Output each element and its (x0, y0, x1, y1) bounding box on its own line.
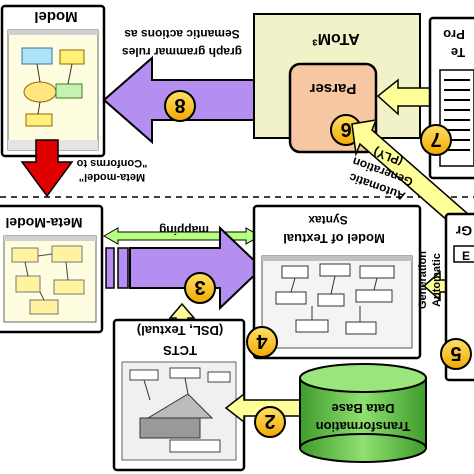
step-4-badge: 4 (246, 326, 278, 358)
transformation-database: Data Base Transformation (299, 363, 427, 463)
svg-text:Te: Te (451, 45, 465, 60)
svg-text:Data Base: Data Base (332, 401, 395, 416)
meta-model-title: Meta-Model (6, 215, 83, 231)
mapping-arrow (105, 225, 264, 311)
step-2-badge: 2 (254, 406, 286, 438)
model-box: Model (0, 4, 106, 158)
mapping-label: mapping (159, 223, 209, 237)
parser-label: Parser (309, 80, 356, 97)
svg-text:(DSL, Textual): (DSL, Textual) (137, 323, 223, 338)
svg-text:7: 7 (430, 128, 441, 150)
step-8-badge: 8 (164, 90, 196, 122)
svg-text:3: 3 (194, 276, 205, 298)
tcts-box: (DSL, Textual) TCTS (112, 318, 246, 472)
conforms-label: Meta-model" "Conforms to (76, 157, 147, 183)
mapping-bar: mapping (102, 223, 262, 245)
svg-text:graph grammar rules: graph grammar rules (122, 45, 242, 59)
svg-text:Gr: Gr (455, 223, 472, 239)
atom3-box: AToM³ (253, 13, 421, 139)
svg-text:8: 8 (174, 94, 185, 116)
atom3-title: AToM³ (312, 30, 359, 47)
svg-text:E: E (462, 249, 470, 263)
svg-text:5: 5 (450, 342, 461, 364)
svg-text:"Conforms to: "Conforms to (76, 157, 147, 169)
model-title: Model (34, 8, 77, 25)
conforms-arrow (20, 139, 74, 198)
svg-text:TCTS: TCTS (163, 343, 197, 358)
svg-text:Automatic: Automatic (431, 253, 443, 307)
generation-automatic-label: Generation Automatic (417, 251, 443, 309)
svg-text:Pro: Pro (443, 27, 465, 42)
step-3-badge: 3 (184, 272, 216, 304)
svg-text:6: 6 (340, 118, 351, 140)
textual-syntax-model-box: Syntax Model of Textual (252, 204, 422, 360)
svg-text:Generation: Generation (417, 251, 429, 309)
svg-text:Transformation: Transformation (316, 419, 411, 434)
meta-model-box: Meta-Model (0, 204, 104, 334)
svg-text:4: 4 (256, 330, 268, 352)
semantic-actions-label: graph grammar rules Semantic actions as (122, 27, 242, 59)
svg-text:Meta-model": Meta-model" (79, 171, 145, 183)
svg-text:Semantic actions as: Semantic actions as (124, 27, 240, 41)
svg-text:2: 2 (264, 410, 275, 432)
svg-text:Model of Textual: Model of Textual (283, 231, 385, 246)
svg-text:Syntax: Syntax (308, 213, 348, 227)
step-7-badge: 7 (420, 124, 452, 156)
step-5-badge: 5 (440, 338, 472, 370)
